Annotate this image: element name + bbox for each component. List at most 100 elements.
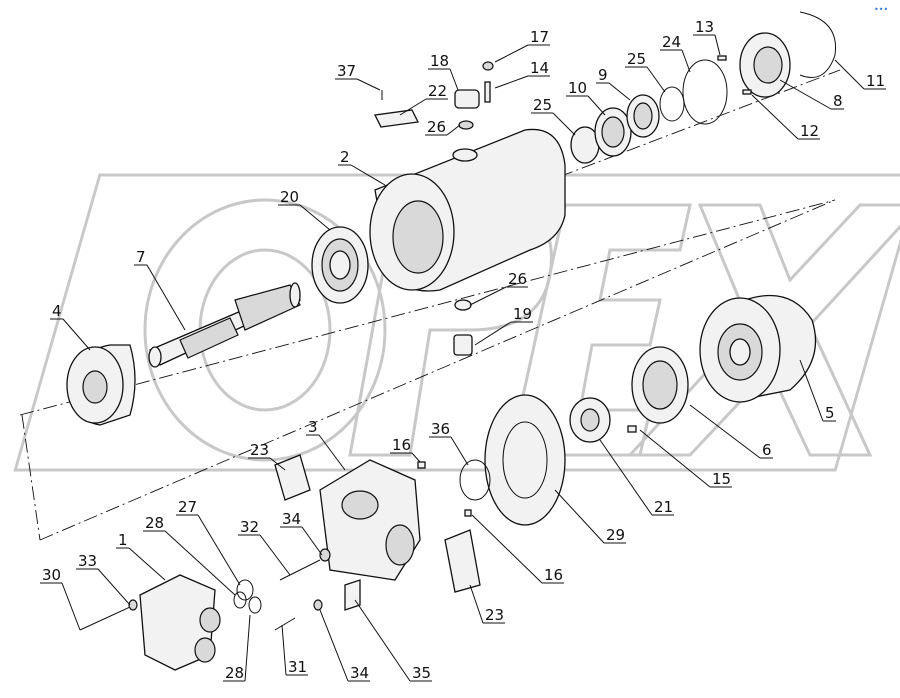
part-pin-16a	[417, 461, 426, 469]
leader-line-36	[450, 436, 469, 466]
callout-label-22: 22	[428, 82, 447, 100]
callout-label-36: 36	[431, 420, 450, 438]
leader-line-11	[834, 59, 865, 90]
leader-line-19	[474, 321, 512, 346]
part-cover-23-upper	[274, 454, 311, 501]
leader-line-28	[164, 530, 236, 596]
leader-line-17	[494, 44, 529, 63]
part-washer-34a	[319, 548, 331, 562]
part-pin-15	[627, 425, 637, 433]
leader-line-23b	[469, 584, 484, 624]
callout-label-23: 23	[250, 441, 269, 459]
leader-line-34	[301, 526, 323, 556]
part-housing	[369, 128, 566, 292]
part-cover-23-lower	[444, 529, 481, 593]
part-bracket-35	[344, 579, 361, 611]
leader-line-10	[587, 95, 606, 116]
callout-label-31: 31	[288, 658, 307, 676]
callout-label-7: 7	[136, 248, 146, 266]
callout-label-11: 11	[866, 72, 885, 90]
callout-label-6: 6	[762, 441, 772, 459]
part-block-1	[139, 574, 221, 671]
leader-line-31	[281, 624, 287, 676]
leader-line-37	[356, 78, 381, 91]
leader-line-34b	[319, 609, 349, 682]
part-washer-33	[128, 599, 138, 611]
part-gasket-29	[484, 394, 566, 526]
callout-label-1: 1	[118, 531, 128, 549]
leader-lines	[40, 34, 886, 682]
leader-line-4	[62, 318, 91, 351]
part-pins	[482, 61, 494, 103]
part-shaft	[148, 282, 302, 368]
leader-line-16b	[471, 514, 543, 584]
leader-line-32	[259, 534, 291, 576]
leader-line-9	[608, 82, 631, 101]
callout-label-10: 10	[568, 79, 587, 97]
axis-line-upper	[19, 199, 836, 416]
part-bearing-6	[631, 346, 689, 424]
leader-line-1	[128, 547, 166, 581]
callout-label-32: 32	[240, 518, 259, 536]
callout-label-30: 30	[42, 566, 61, 584]
callout-label-16: 16	[392, 436, 411, 454]
part-bolt-32	[279, 559, 321, 581]
leader-line-20	[299, 204, 331, 231]
part-ring-27	[236, 579, 254, 601]
part-rotor-group	[699, 294, 817, 403]
leader-line-26	[446, 124, 461, 136]
callout-label-15: 15	[712, 470, 731, 488]
part-pin-13	[717, 55, 727, 61]
callout-label-33: 33	[78, 552, 97, 570]
part-valve-body	[319, 459, 421, 581]
leader-line-35	[354, 599, 411, 682]
leader-line-12	[751, 94, 799, 140]
callout-label-26b: 26	[508, 270, 527, 288]
callout-label-28: 28	[145, 514, 164, 532]
leader-line-7	[146, 264, 186, 331]
callout-label-34b: 34	[350, 664, 369, 682]
leader-line-28b	[244, 614, 251, 682]
axis-line-left	[21, 414, 41, 541]
callout-label-14: 14	[530, 59, 549, 77]
leader-line-24	[681, 49, 691, 73]
leader-line-26b	[469, 286, 507, 306]
corner-mark: •••	[874, 5, 888, 14]
callout-label-17: 17	[530, 28, 549, 46]
leader-line-18	[449, 68, 459, 91]
part-rings-top	[570, 59, 728, 164]
leader-line-29	[554, 489, 605, 544]
axis-line-lower	[39, 199, 836, 541]
leader-line-30	[61, 582, 81, 631]
callout-label-35: 35	[412, 664, 431, 682]
callout-label-19: 19	[513, 305, 532, 323]
leader-line-25	[646, 66, 666, 93]
leader-line-33	[97, 568, 131, 606]
callout-label-25b: 25	[533, 96, 552, 114]
callout-label-16b: 16	[544, 566, 563, 584]
leader-line-21	[599, 439, 653, 516]
callout-label-9: 9	[598, 66, 608, 84]
callout-label-23b: 23	[485, 606, 504, 624]
part-ring-28b	[248, 596, 262, 614]
part-bolt-30	[79, 606, 131, 631]
callout-label-28b: 28	[225, 664, 244, 682]
part-pin-16b	[464, 509, 472, 517]
callout-label-27: 27	[178, 498, 197, 516]
callout-label-8: 8	[833, 92, 843, 110]
callout-label-20: 20	[280, 188, 299, 206]
leader-line-25b	[552, 112, 576, 136]
callout-label-25: 25	[627, 50, 646, 68]
part-bolt-31	[274, 617, 296, 631]
part-ring-28a	[233, 591, 247, 609]
callout-label-29: 29	[606, 526, 625, 544]
leader-line-22	[399, 98, 427, 116]
part-bearing-20	[311, 226, 369, 304]
part-oring-36	[459, 459, 491, 501]
leader-line-16	[411, 452, 421, 463]
part-cover-8	[739, 32, 791, 98]
callout-label-24: 24	[662, 33, 681, 51]
